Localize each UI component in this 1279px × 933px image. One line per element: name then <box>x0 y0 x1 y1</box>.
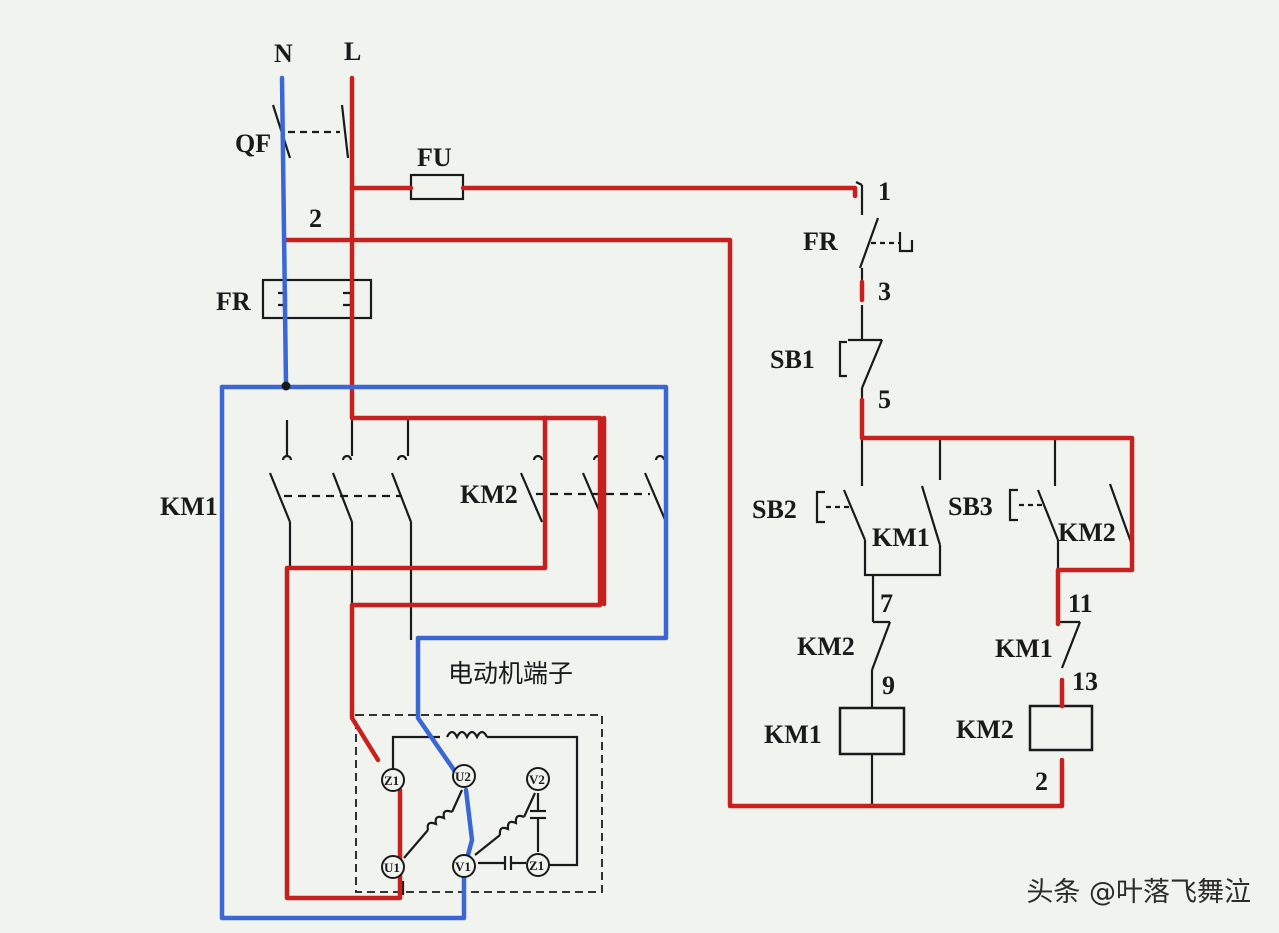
motor-wire-top-left <box>391 735 440 770</box>
label-node-7: 7 <box>880 589 893 618</box>
km1-nc-contact <box>1060 621 1082 669</box>
motor-coil-top <box>446 730 488 740</box>
label-terminal-u1: U1 <box>384 860 400 875</box>
sb3-contact <box>1036 489 1060 541</box>
label-terminal-z1-bottom: Z1 <box>529 858 544 873</box>
label-km2-interlock: KM2 <box>797 632 855 661</box>
neutral-wire-upper-loop <box>219 384 669 773</box>
label-motor-terminals: 电动机端子 <box>448 659 573 688</box>
watermark: 头条 @叶落飞舞泣 <box>1026 877 1251 908</box>
fr-ctrl-contact <box>858 217 880 269</box>
live-wire-control-feed <box>349 185 858 199</box>
label-node-2-top: 2 <box>309 204 322 233</box>
sb1-button <box>838 340 847 378</box>
neutral-wire-lower-loop <box>219 384 475 921</box>
label-terminal-z1: Z1 <box>384 773 399 788</box>
live-wire-km2-loop <box>284 415 548 901</box>
label-terminal-u2: U2 <box>455 769 471 784</box>
label-sb1: SB1 <box>770 345 815 374</box>
motor-wire-right <box>487 735 579 867</box>
neutral-wire-main <box>279 75 289 388</box>
label-km2-main: KM2 <box>460 480 518 509</box>
km2-contact-1 <box>519 472 544 523</box>
sb1-contact <box>860 339 884 389</box>
km2-coil <box>1028 704 1094 752</box>
label-km2-hold: KM2 <box>1058 518 1116 547</box>
motor-wire-v1-coil <box>474 834 501 856</box>
motor-terminal-box <box>355 714 603 893</box>
live-wire-main-path <box>349 75 603 763</box>
km1-hold-contact <box>920 485 942 546</box>
label-node-1: 1 <box>878 177 891 206</box>
label-node-9: 9 <box>882 671 895 700</box>
km1-coil <box>838 706 906 756</box>
motor-coil-left <box>426 809 453 831</box>
label-n: N <box>274 39 293 68</box>
label-node-5: 5 <box>878 385 891 414</box>
motor-wire-coil-u2 <box>450 789 464 813</box>
km1-hook-2 <box>341 454 353 461</box>
ctrl-return-join <box>855 181 863 186</box>
sb2-contact <box>842 489 867 541</box>
fr-ctrl-thermal <box>898 232 914 253</box>
label-node-13: 13 <box>1072 667 1098 696</box>
label-fr-ctrl: FR <box>803 227 838 256</box>
terminal-z1-bottom <box>526 853 550 877</box>
label-fu: FU <box>417 143 452 172</box>
qf-l-contact <box>340 104 350 159</box>
live-wire-control-branch <box>859 279 1135 627</box>
live-wire-return <box>284 237 1065 809</box>
sb3-button <box>1008 488 1018 522</box>
label-km1-coil: KM1 <box>764 720 822 749</box>
label-terminal-v1: V1 <box>455 859 471 874</box>
km2-hook-1 <box>532 454 544 461</box>
label-node-11: 11 <box>1068 589 1093 618</box>
km2-nc-contact <box>870 621 892 671</box>
motor-wire-coil-v2 <box>523 792 536 818</box>
sb2-km1-bridge <box>863 540 942 577</box>
km1-contact-3 <box>390 472 413 523</box>
label-sb3: SB3 <box>948 492 993 521</box>
label-sb2: SB2 <box>752 495 797 524</box>
label-km2-coil: KM2 <box>956 715 1014 744</box>
label-qf: QF <box>235 129 271 158</box>
label-km1-hold: KM1 <box>872 523 930 552</box>
sb2-button <box>815 490 825 524</box>
fr-main-body <box>261 278 373 320</box>
km1-contact-2 <box>331 472 354 523</box>
label-l: L <box>344 37 361 66</box>
km2-hook-3 <box>654 454 666 461</box>
km1-hook-3 <box>396 454 408 461</box>
km1-hook-1 <box>281 454 293 461</box>
label-km1-interlock: KM1 <box>995 634 1053 663</box>
motor-wire-u1-coil <box>403 829 429 859</box>
km2-contact-3 <box>643 472 668 523</box>
fuse-body <box>409 173 465 201</box>
label-node-3: 3 <box>878 277 891 306</box>
terminal-z1 <box>381 768 405 792</box>
terminal-v2 <box>526 767 550 791</box>
km2-hold-contact <box>1108 483 1134 546</box>
terminal-u2 <box>452 764 476 788</box>
junction-dot <box>281 381 291 391</box>
label-km1-main: KM1 <box>160 492 218 521</box>
motor-coil-middle <box>498 814 525 836</box>
label-fr-main: FR <box>216 287 251 316</box>
label-terminal-v2: V2 <box>529 772 545 787</box>
terminal-v1 <box>452 854 476 878</box>
terminal-u1 <box>381 855 405 879</box>
km1-contact-1 <box>268 472 292 523</box>
label-node-2-bottom: 2 <box>1035 767 1048 796</box>
